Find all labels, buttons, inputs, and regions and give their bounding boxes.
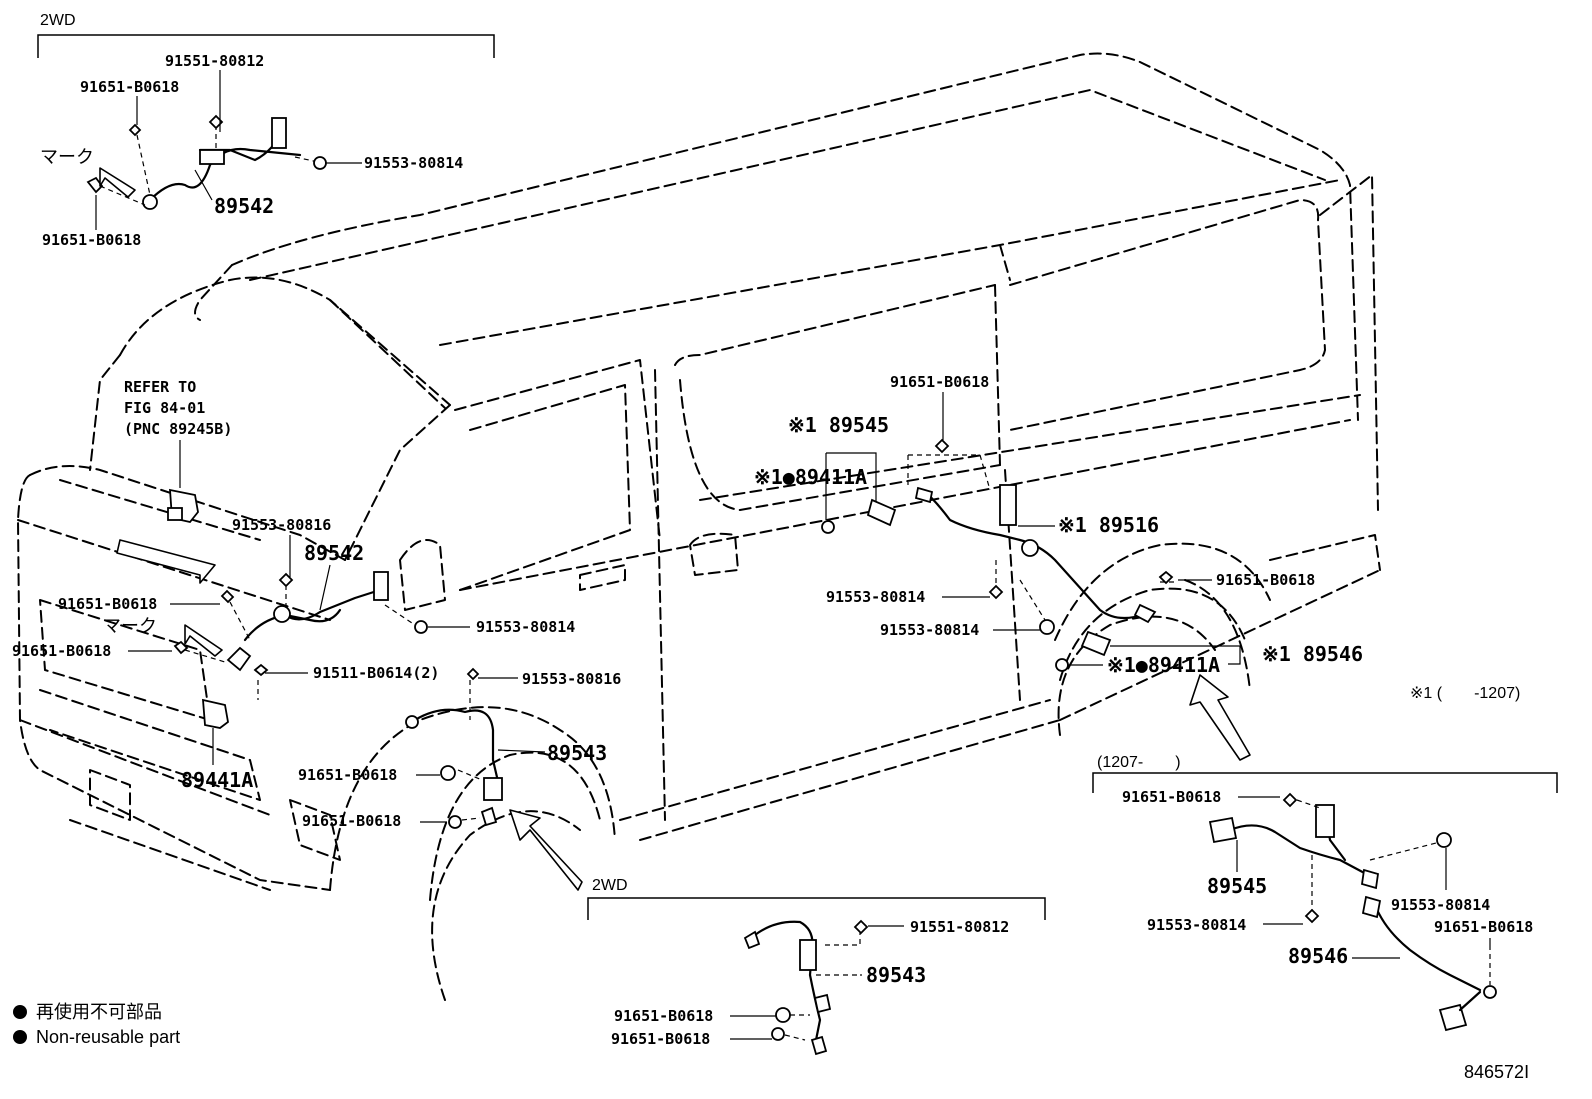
label-91553-80814: 91553-80814 <box>880 621 979 639</box>
label-91651-B0618: 91651-B0618 <box>614 1007 713 1025</box>
label-89543: 89543 <box>547 741 607 765</box>
group-label-2wd-top: 2WD <box>40 12 76 29</box>
group-bracket-bottom-center <box>587 897 1046 920</box>
label-91651-B0618: 91651-B0618 <box>1122 788 1221 806</box>
refer-note-line3: (PNC 89245B) <box>124 420 232 438</box>
sensor-89441a <box>202 698 229 765</box>
legend <box>13 1005 27 1044</box>
label-91553-80816: 91553-80816 <box>232 516 331 534</box>
label-91651-B0618: 91651-B0618 <box>298 766 397 784</box>
label-89546: 89546 <box>1288 944 1348 968</box>
label-89545: 89545 <box>1207 874 1267 898</box>
label-91553-80814: 91553-80814 <box>476 618 575 636</box>
non-reusable-dot-icon <box>13 1030 27 1044</box>
label-89543: 89543 <box>866 963 926 987</box>
label-89441A: 89441A <box>181 768 253 792</box>
legend-label-jp: 再使用不可部品 <box>36 1002 162 1022</box>
label-91651-B0618: 91651-B0618 <box>302 812 401 830</box>
figure-number: 846572I <box>1464 1062 1529 1082</box>
label-91651-B0618: 91651-B0618 <box>80 78 179 96</box>
non-reusable-dot-icon <box>13 1005 27 1019</box>
label-89516: ※1 89516 <box>1058 513 1159 537</box>
sensor-harness-1207-inset <box>1208 792 1497 1032</box>
footnote-production-range: ※1 ( -1207) <box>1410 685 1520 702</box>
label-91651-B0618: 91651-B0618 <box>58 595 157 613</box>
refer-note-line1: REFER TO <box>124 378 196 396</box>
label-91553-80814: 91553-80814 <box>364 154 463 172</box>
label-89411A: ※1●89411A <box>754 465 867 489</box>
label-91553-80814: 91553-80814 <box>1391 896 1490 914</box>
relay-89245b <box>167 440 199 524</box>
label-91511-B0614: 91511-B0614(2) <box>313 664 439 682</box>
rear-sensor-harness-89516 <box>821 392 1251 761</box>
legend-label-en: Non-reusable part <box>36 1027 180 1047</box>
label-91651-B0618: 91651-B0618 <box>12 642 111 660</box>
group-label-1207: (1207- ) <box>1097 754 1181 771</box>
label-89545: ※1 89545 <box>788 413 889 437</box>
label-mark: マーク <box>40 147 94 167</box>
front-sensor-harness-89542 <box>116 535 470 700</box>
sensor-harness-89542-inset <box>86 70 362 230</box>
label-89411A: ※1●89411A <box>1107 653 1220 677</box>
label-89546: ※1 89546 <box>1262 642 1363 666</box>
van-outline <box>17 52 1381 1001</box>
group-label-2wd-bottom: 2WD <box>592 877 628 894</box>
label-91553-80814: 91553-80814 <box>1147 916 1246 934</box>
group-bracket-right <box>1092 772 1558 793</box>
refer-note-line2: FIG 84-01 <box>124 399 205 417</box>
label-89542: 89542 <box>214 194 274 218</box>
label-91553-80816: 91553-80816 <box>522 670 621 688</box>
label-89542: 89542 <box>304 541 364 565</box>
label-91651-B0618: 91651-B0618 <box>890 373 989 391</box>
group-bracket-top-left <box>37 34 495 58</box>
label-mark: マーク <box>103 616 157 636</box>
sensor-harness-89543-inset <box>730 919 904 1056</box>
label-91551-80812: 91551-80812 <box>165 52 264 70</box>
label-91553-80814: 91553-80814 <box>826 588 925 606</box>
label-91551-80812: 91551-80812 <box>910 918 1009 936</box>
label-91651-B0618: 91651-B0618 <box>611 1030 710 1048</box>
front-sensor-harness-89543 <box>405 667 583 891</box>
label-91651-B0618: 91651-B0618 <box>1216 571 1315 589</box>
label-91651-B0618: 91651-B0618 <box>1434 918 1533 936</box>
label-91651-B0618: 91651-B0618 <box>42 231 141 249</box>
